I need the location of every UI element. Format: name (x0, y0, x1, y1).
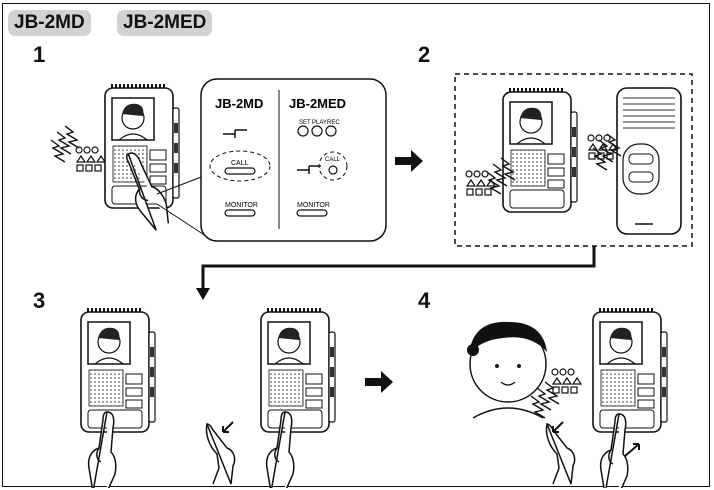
step1-chime-icon (75, 146, 106, 172)
step2-dashed-frame (454, 73, 693, 247)
step-number-4: 4 (418, 288, 431, 313)
button-callout-box: JB-2MD JB-2MED CALL MONITOR SET PLAY REC… (200, 78, 387, 242)
model-badge-jb2md: JB-2MD (8, 10, 91, 36)
step4-small-arrow-b (624, 443, 640, 457)
monitor-button-2 (296, 209, 328, 217)
play-button (311, 125, 323, 137)
step-number-1: 1 (33, 42, 46, 67)
call-button-2 (328, 165, 338, 175)
illustration-canvas: JB-2MD JB-2MED CALL MONITOR SET PLAY REC… (50, 73, 693, 488)
monitor-button-label: MONITOR (225, 202, 258, 209)
talk-key-icon (223, 129, 247, 138)
step4-wave-hand (545, 423, 576, 485)
call-highlight-circle (209, 150, 271, 182)
rec-button (325, 125, 337, 137)
visitor-person (467, 321, 547, 419)
set-button-label: SET (299, 120, 311, 126)
call-button-label: CALL (231, 160, 249, 167)
step2-monitor-unit (501, 88, 579, 214)
step3-monitor-unit-b (259, 308, 337, 434)
callout-title-jb2md: JB-2MD (215, 96, 263, 111)
step-number-2: 2 (418, 42, 431, 67)
call-highlight-circle-2 (318, 151, 348, 181)
connector-arrowhead (196, 288, 210, 300)
step4-monitor-unit (591, 308, 669, 434)
connector-step2-to-step3 (201, 246, 596, 292)
step3-monitor-unit-a (79, 308, 157, 434)
step4-small-arrow-a (552, 421, 564, 433)
step3-wave-hand (205, 423, 236, 485)
monitor-button (224, 209, 256, 217)
callout-title-jb2med: JB-2MED (289, 96, 346, 111)
door-station (616, 87, 682, 235)
step-number-3: 3 (33, 288, 46, 313)
model-badge-jb2med: JB-2MED (117, 10, 213, 36)
arrow-step1-to-step2 (395, 150, 423, 172)
step1-sound-waves (50, 125, 80, 163)
step3-small-arrow (222, 421, 234, 433)
step4-chime-icon (551, 368, 582, 394)
instruction-figure: JB-2MD JB-2MED 1 2 3 4 (2, 3, 710, 488)
play-button-label: PLAY (312, 120, 327, 126)
monitor-button-label-2: MONITOR (297, 202, 330, 209)
arrow-step3-to-step4 (365, 371, 393, 393)
call-button (224, 167, 256, 175)
set-button (297, 125, 309, 137)
rec-button-label: REC (327, 120, 340, 126)
call-button-label-2: CALL (325, 157, 341, 163)
